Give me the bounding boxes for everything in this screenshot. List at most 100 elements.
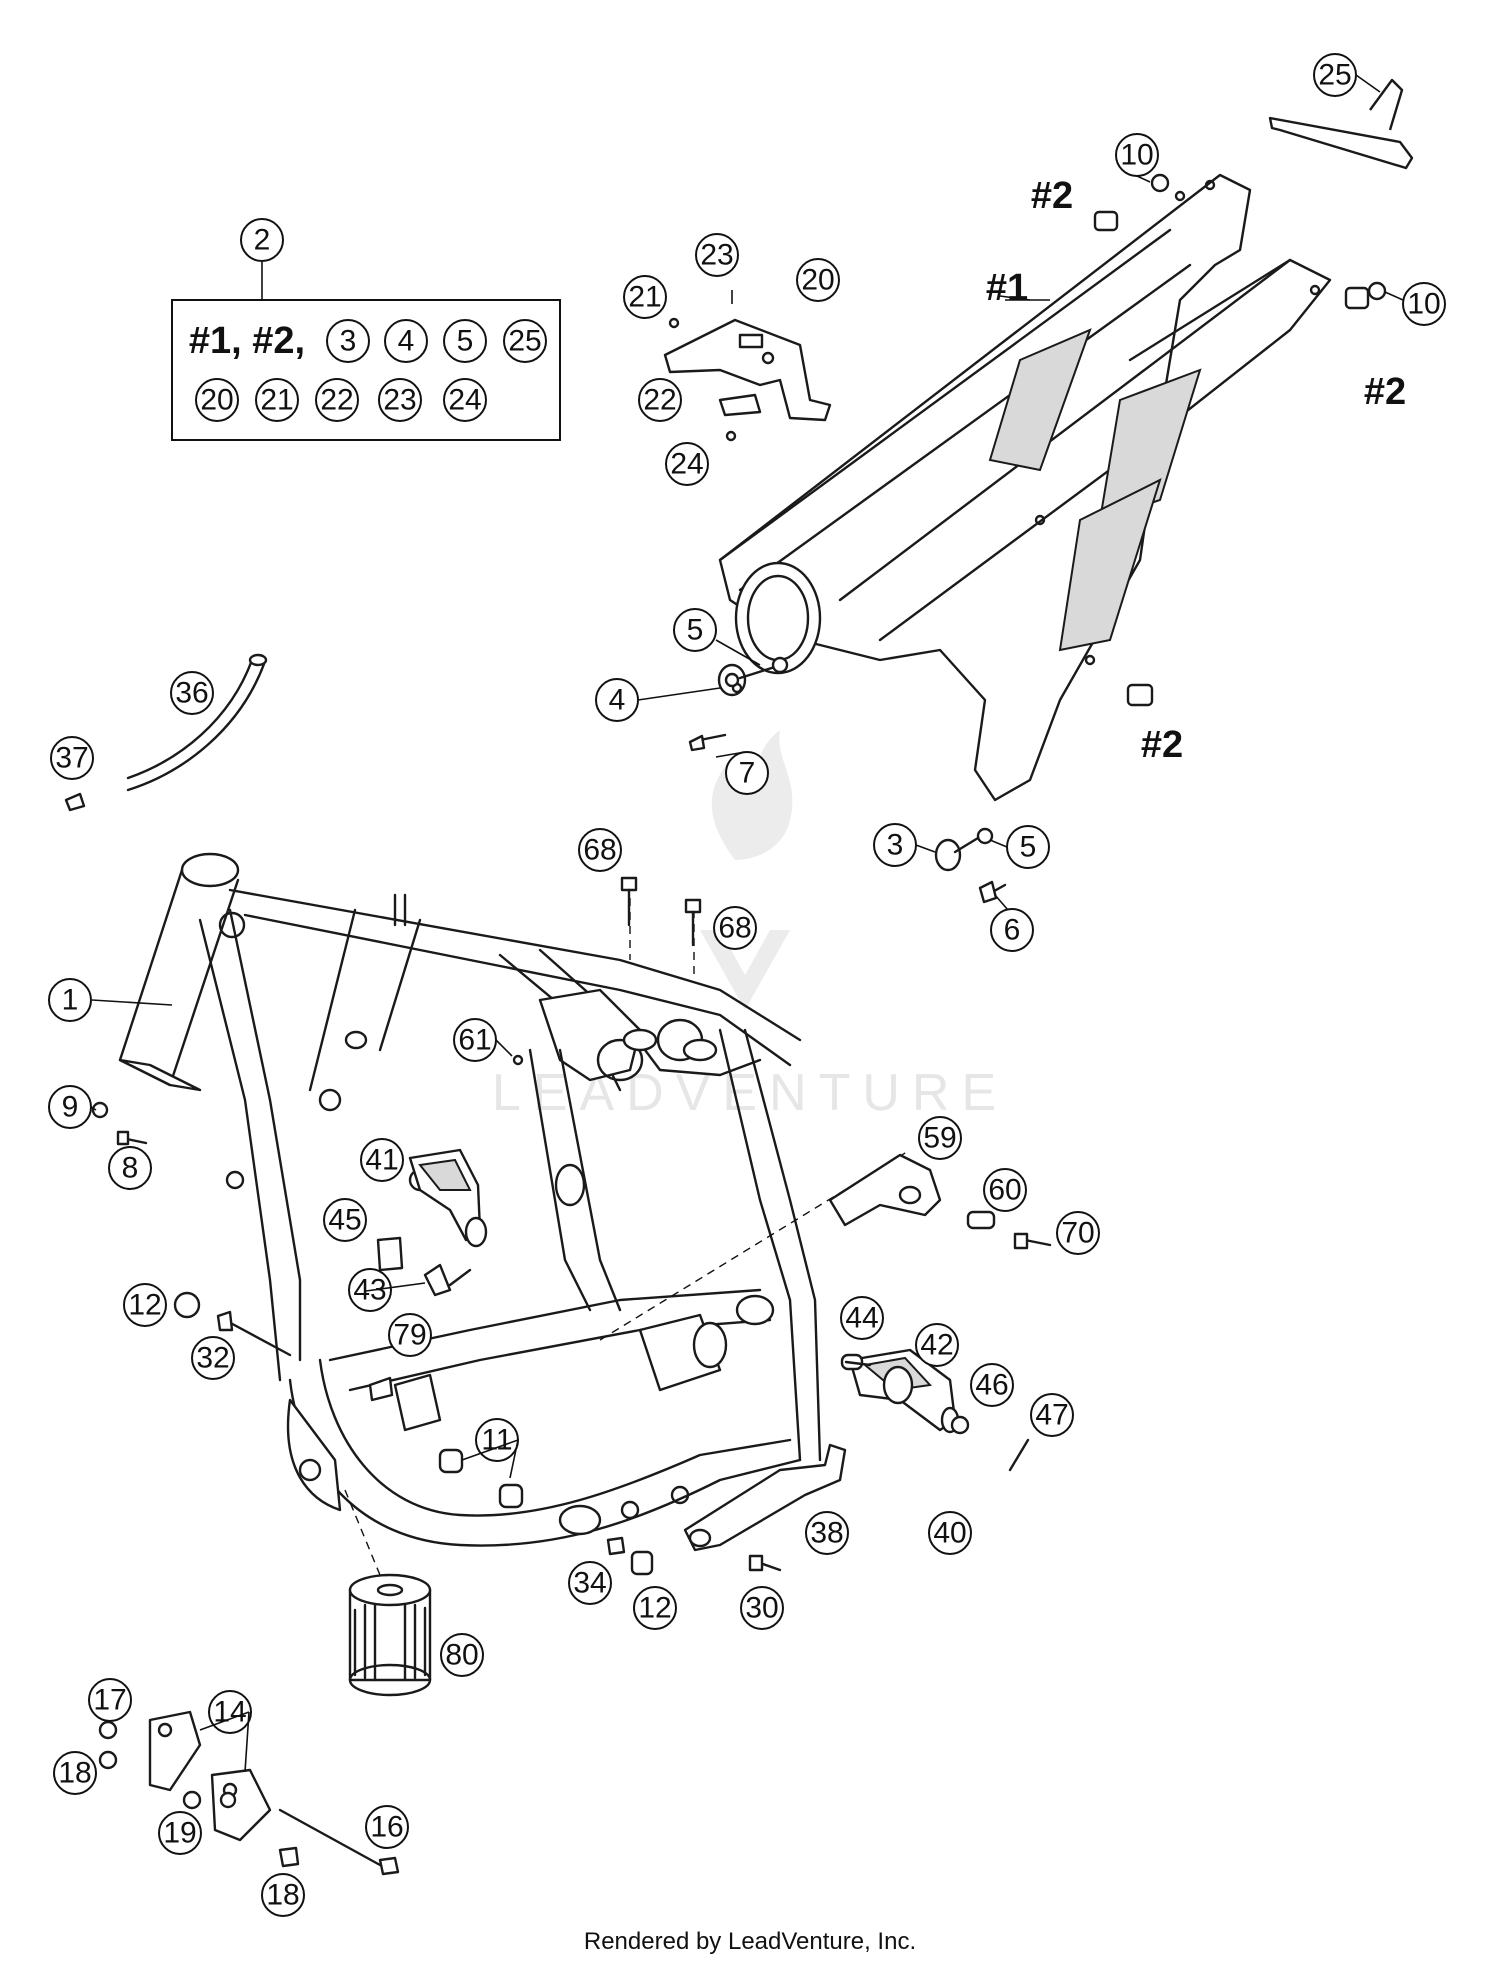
svg-text:4: 4 xyxy=(398,325,415,358)
callout-68-left[interactable]: 68 xyxy=(578,828,622,872)
bracket-25 xyxy=(1268,78,1414,170)
svg-text:12: 12 xyxy=(638,1592,671,1625)
kit-callout-5[interactable]: 5 xyxy=(443,319,487,363)
callout-6[interactable]: 6 xyxy=(990,908,1034,952)
callout-42[interactable]: 42 xyxy=(915,1323,959,1367)
svg-text:34: 34 xyxy=(573,1567,606,1600)
callout-22[interactable]: 22 xyxy=(638,378,682,422)
callout-47[interactable]: 47 xyxy=(1030,1393,1074,1437)
callout-10-right[interactable]: 10 xyxy=(1402,282,1446,326)
kit-callout-23[interactable]: 23 xyxy=(378,378,422,422)
svg-text:22: 22 xyxy=(643,384,676,417)
svg-text:68: 68 xyxy=(583,834,616,867)
label-bushing-top[interactable]: #2 xyxy=(1031,175,1073,217)
kit-callout-20[interactable]: 20 xyxy=(195,378,239,422)
callout-12-left[interactable]: 12 xyxy=(123,1283,167,1327)
callout-14[interactable]: 14 xyxy=(208,1690,252,1734)
svg-text:17: 17 xyxy=(93,1684,126,1717)
callout-80[interactable]: 80 xyxy=(440,1633,484,1677)
svg-text:59: 59 xyxy=(923,1122,956,1155)
svg-text:60: 60 xyxy=(988,1174,1021,1207)
kit-callout-25[interactable]: 25 xyxy=(503,319,547,363)
callout-36[interactable]: 36 xyxy=(170,671,214,715)
callout-8[interactable]: 8 xyxy=(108,1146,152,1190)
svg-text:24: 24 xyxy=(670,448,703,481)
svg-text:23: 23 xyxy=(383,384,416,417)
svg-text:25: 25 xyxy=(508,325,541,358)
svg-text:4: 4 xyxy=(609,684,626,717)
svg-text:6: 6 xyxy=(1004,914,1021,947)
svg-text:8: 8 xyxy=(122,1152,139,1185)
callout-21[interactable]: 21 xyxy=(623,275,667,319)
kit-callout[interactable]: 2 xyxy=(240,218,284,262)
callout-70[interactable]: 70 xyxy=(1056,1211,1100,1255)
callout-18-left[interactable]: 18 xyxy=(53,1751,97,1795)
callout-10-top[interactable]: 10 xyxy=(1115,133,1159,177)
svg-text:68: 68 xyxy=(718,912,751,945)
svg-text:9: 9 xyxy=(62,1091,79,1124)
callout-59[interactable]: 59 xyxy=(918,1116,962,1160)
svg-text:12: 12 xyxy=(128,1289,161,1322)
kit-callout-22[interactable]: 22 xyxy=(315,378,359,422)
callout-5-lower[interactable]: 5 xyxy=(1006,825,1050,869)
kit-callout-24[interactable]: 24 xyxy=(443,378,487,422)
svg-text:10: 10 xyxy=(1407,288,1440,321)
svg-text:24: 24 xyxy=(448,384,481,417)
callout-38[interactable]: 38 xyxy=(805,1511,849,1555)
callout-23[interactable]: 23 xyxy=(695,233,739,277)
callout-79[interactable]: 79 xyxy=(388,1313,432,1357)
kit-callout-4[interactable]: 4 xyxy=(384,319,428,363)
frame-fasteners xyxy=(91,1054,524,1146)
callout-37[interactable]: 37 xyxy=(50,736,94,780)
svg-text:21: 21 xyxy=(628,281,661,314)
svg-text:3: 3 xyxy=(340,325,357,358)
callout-41[interactable]: 41 xyxy=(360,1138,404,1182)
svg-text:3: 3 xyxy=(887,829,904,862)
callout-3[interactable]: 3 xyxy=(873,823,917,867)
main-frame xyxy=(118,852,822,1547)
callout-44[interactable]: 44 xyxy=(840,1296,884,1340)
svg-text:40: 40 xyxy=(933,1517,966,1550)
label-subframe[interactable]: #1 xyxy=(986,267,1028,309)
kit-box xyxy=(171,299,561,441)
callout-1[interactable]: 1 xyxy=(48,978,92,1022)
callout-32[interactable]: 32 xyxy=(191,1336,235,1380)
callout-40[interactable]: 40 xyxy=(928,1511,972,1555)
callout-17[interactable]: 17 xyxy=(88,1678,132,1722)
svg-text:32: 32 xyxy=(196,1342,229,1375)
callout-45[interactable]: 45 xyxy=(323,1198,367,1242)
callout-60[interactable]: 60 xyxy=(983,1168,1027,1212)
callout-5-upper[interactable]: 5 xyxy=(673,608,717,652)
callout-7[interactable]: 7 xyxy=(725,751,769,795)
callout-4[interactable]: 4 xyxy=(595,678,639,722)
callout-12-bottom[interactable]: 12 xyxy=(633,1586,677,1630)
svg-text:37: 37 xyxy=(55,742,88,775)
callout-34[interactable]: 34 xyxy=(568,1561,612,1605)
callout-46[interactable]: 46 xyxy=(970,1363,1014,1407)
kit-callout-21[interactable]: 21 xyxy=(255,378,299,422)
callout-9[interactable]: 9 xyxy=(48,1085,92,1129)
callout-20[interactable]: 20 xyxy=(796,258,840,302)
frame-left-parts xyxy=(173,1291,394,1402)
svg-text:21: 21 xyxy=(260,384,293,417)
watermark: LEADVENTURE xyxy=(492,730,996,1122)
svg-text:42: 42 xyxy=(920,1329,953,1362)
callout-61[interactable]: 61 xyxy=(453,1018,497,1062)
kit-callout-3[interactable]: 3 xyxy=(326,319,370,363)
label-bushing-lower[interactable]: #2 xyxy=(1141,724,1183,766)
callout-25[interactable]: 25 xyxy=(1313,53,1357,97)
frame-bottom-parts xyxy=(438,1448,782,1576)
svg-text:18: 18 xyxy=(58,1757,91,1790)
svg-text:38: 38 xyxy=(810,1517,843,1550)
callout-18-bottom[interactable]: 18 xyxy=(261,1873,305,1917)
svg-text:19: 19 xyxy=(163,1817,196,1850)
callout-30[interactable]: 30 xyxy=(740,1586,784,1630)
callout-16[interactable]: 16 xyxy=(365,1805,409,1849)
callout-19[interactable]: 19 xyxy=(158,1811,202,1855)
callout-11[interactable]: 11 xyxy=(475,1418,519,1462)
callout-24[interactable]: 24 xyxy=(665,442,709,486)
svg-text:18: 18 xyxy=(266,1879,299,1912)
callout-68-right[interactable]: 68 xyxy=(713,906,757,950)
label-bushing-right[interactable]: #2 xyxy=(1364,371,1406,413)
